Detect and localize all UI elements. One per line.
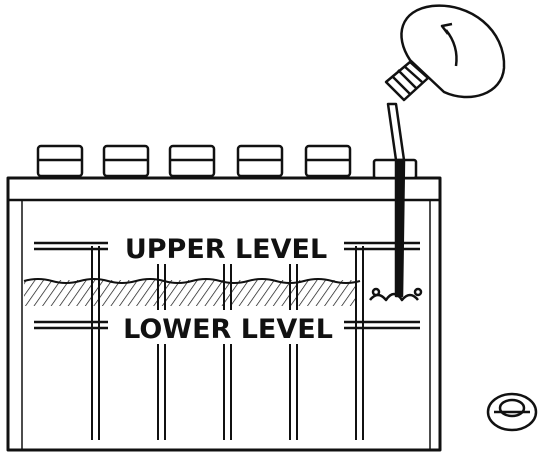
cell-cap-1	[38, 146, 82, 176]
removed-cap	[488, 394, 536, 430]
electrolyte-hatch	[24, 280, 356, 306]
lower-level-label: LOWER LEVEL	[123, 314, 333, 345]
filler-spout-inside	[396, 160, 404, 296]
cell-cap-2	[104, 146, 148, 176]
upper-level-label: UPPER LEVEL	[125, 234, 327, 265]
cell-cap-3	[170, 146, 214, 176]
cell-cap-5	[306, 146, 350, 176]
removed-cap-top	[500, 400, 524, 416]
cell-caps	[38, 146, 416, 178]
filler-bottle	[370, 6, 504, 300]
electrolyte	[24, 279, 360, 306]
filler-spout	[388, 104, 404, 160]
cell-cap-4	[238, 146, 282, 176]
